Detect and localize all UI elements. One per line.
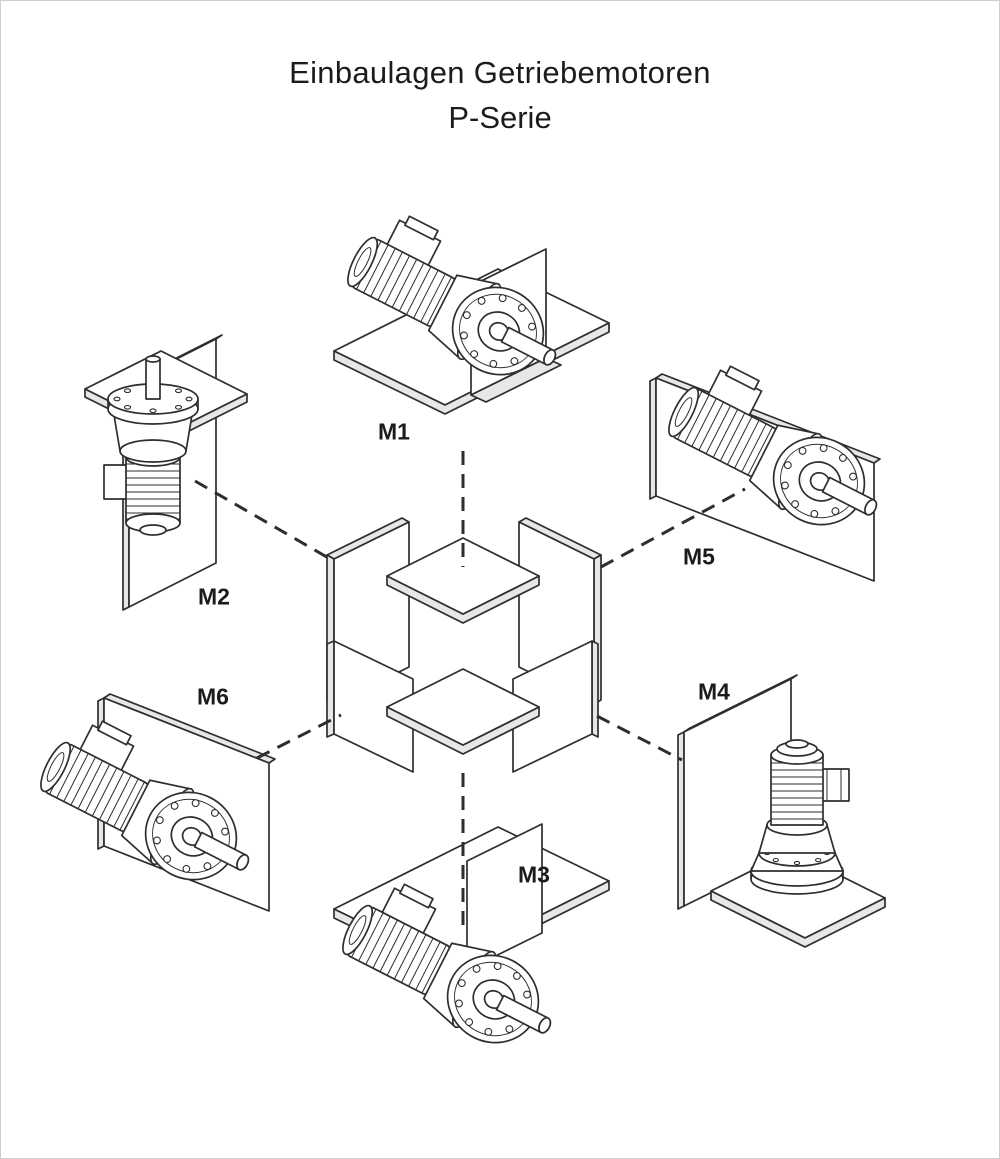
label-m3: M3 [518,861,550,888]
label-m6: M6 [197,683,229,710]
cube-wall-edge [591,640,599,738]
label-m4: M4 [698,678,730,705]
cube-wall-lower-left [333,640,414,773]
m4-floor-rim [710,890,886,948]
cube-top-plate [386,537,540,615]
assembly-m3 [329,823,610,1067]
axis-line-m6 [256,713,342,760]
axis-lines [194,451,746,929]
label-m2: M2 [198,583,230,610]
axis-line-m5 [600,487,746,569]
assembly-m4 [677,674,886,948]
axis-line-m2 [194,479,333,562]
assembly-m1 [333,201,610,415]
axis-line-m4 [596,714,683,762]
label-m1: M1 [378,418,410,445]
m5-wall-edge [649,377,657,500]
assembly-m6 [27,693,277,912]
title-line-2: P-Serie [448,100,552,135]
assembly-m2 [84,334,248,611]
m1-plate-rim [333,322,610,415]
cube-wall-lower-right [512,640,593,773]
label-m5: M5 [683,543,715,570]
cube-bottom-plate [386,668,540,746]
m3-bracket [466,823,543,971]
page-title: Einbaulagen Getriebemotoren P-Serie [1,55,999,136]
title-line-1: Einbaulagen Getriebemotoren [289,55,711,90]
assembly-m5 [649,351,905,582]
mounting-cube [326,517,602,773]
